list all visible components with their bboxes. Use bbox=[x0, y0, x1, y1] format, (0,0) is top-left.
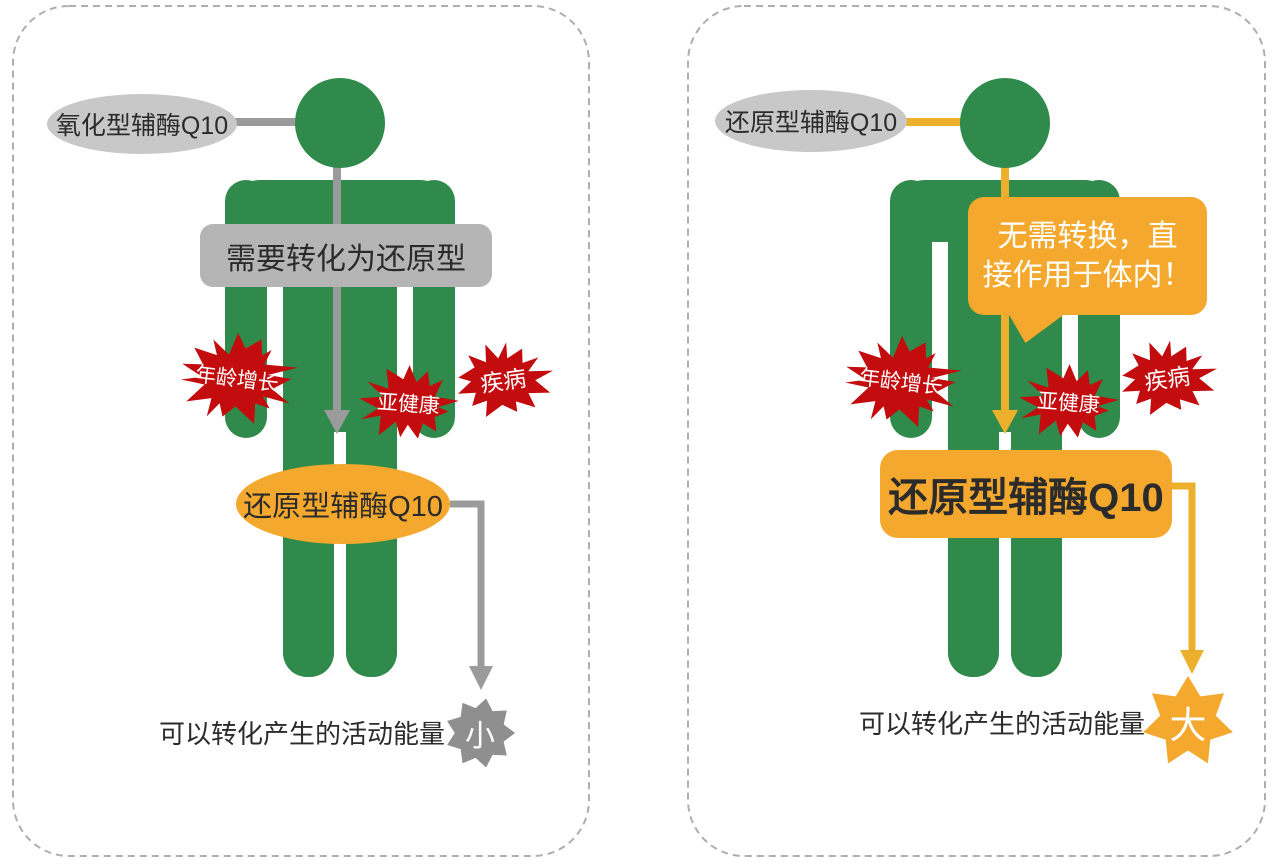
head-left bbox=[295, 78, 385, 168]
disease-burst-text: 疾病 bbox=[478, 364, 528, 398]
direct-use-bubble: 无需转换，直 接作用于体内！ bbox=[968, 197, 1207, 315]
reduced-q10-source-label: 还原型辅酶Q10 bbox=[715, 90, 907, 152]
oxidized-q10-label: 氧化型辅酶Q10 bbox=[47, 94, 237, 154]
conversion-note-text: 需要转化为还原型 bbox=[226, 242, 466, 276]
left-panel-border bbox=[12, 5, 590, 857]
reduced-q10-source-text: 还原型辅酶Q10 bbox=[724, 109, 898, 137]
right-output-arrow bbox=[1172, 482, 1204, 674]
energy-small-text: 小 bbox=[465, 720, 495, 753]
disease-burst-right-text: 疾病 bbox=[1142, 362, 1192, 396]
subhealth-burst-right-text: 亚健康 bbox=[1035, 389, 1101, 418]
left-output-arrow bbox=[450, 500, 493, 690]
reduced-q10-result-box: 还原型辅酶Q10 bbox=[880, 450, 1172, 538]
right-energy-caption-text: 可以转化产生的活动能量 bbox=[858, 709, 1145, 739]
bubble-line2: 接作用于体内！ bbox=[982, 259, 1193, 292]
conversion-note-box: 需要转化为还原型 bbox=[200, 224, 492, 287]
bubble-line1: 无需转换，直 bbox=[997, 220, 1178, 253]
energy-big-text: 大 bbox=[1169, 705, 1207, 746]
left-energy-caption-text: 可以转化产生的活动能量 bbox=[158, 719, 445, 749]
head-right bbox=[960, 78, 1050, 168]
reduced-q10-ellipse: 还原型辅酶Q10 bbox=[236, 464, 450, 544]
left-energy-caption: 可以转化产生的活动能量 bbox=[147, 714, 457, 751]
reduced-q10-ellipse-text: 还原型辅酶Q10 bbox=[243, 491, 443, 523]
right-energy-caption: 可以转化产生的活动能量 bbox=[847, 704, 1157, 741]
reduced-q10-result-text: 还原型辅酶Q10 bbox=[888, 476, 1164, 520]
oxidized-q10-text: 氧化型辅酶Q10 bbox=[55, 112, 229, 140]
right-panel-border bbox=[687, 5, 1266, 857]
subhealth-burst-text: 亚健康 bbox=[375, 390, 441, 419]
